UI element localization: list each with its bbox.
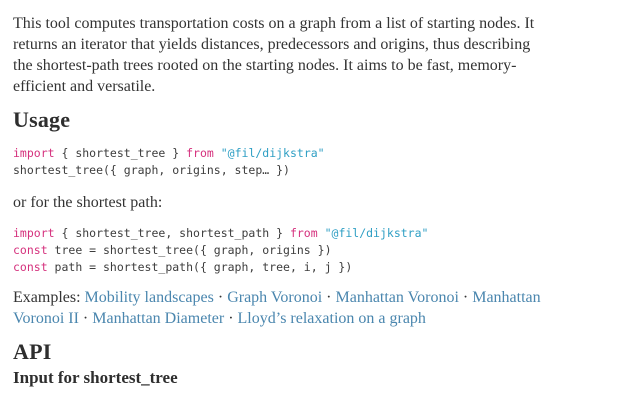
example-link[interactable]: Graph Voronoi	[227, 289, 323, 306]
lines-line: efficient and versatile.	[13, 78, 156, 95]
code-keyword: import	[13, 146, 55, 160]
examples-paragraph: Examples: Mobility landscapes · Graph Vo…	[13, 287, 626, 329]
code-string: "@fil/dijkstra"	[220, 146, 325, 160]
lines-line: returns an iterator that yields distance…	[13, 36, 531, 53]
code-keyword: const	[13, 243, 48, 257]
code-line: import { shortest_tree, shortest_path } …	[13, 225, 626, 242]
code-string: "@fil/dijkstra"	[324, 226, 429, 240]
code-text	[214, 146, 221, 160]
separator: ·	[458, 289, 473, 306]
code-line: const path = shortest_path({ graph, tree…	[13, 259, 626, 276]
usage-heading: Usage	[13, 107, 71, 132]
separator: ·	[322, 289, 336, 306]
code-text: path = shortest_path({ graph, tree, i, j…	[47, 260, 353, 274]
separator: ·	[224, 310, 238, 327]
api-subheading: Input for shortest_tree	[13, 368, 178, 387]
code-text: { shortest_tree, shortest_path }	[54, 226, 290, 240]
lines-line: the shortest-path trees rooted on the st…	[13, 57, 517, 74]
lines-line: This tool computes transportation costs …	[13, 15, 535, 32]
code-text: tree = shortest_tree({ graph, origins })	[47, 243, 332, 257]
segments-line: Voronoi II · Manhattan Diameter · Lloyd’…	[13, 308, 626, 329]
code-line: import { shortest_tree } from "@fil/dijk…	[13, 145, 626, 162]
code-keyword: const	[13, 260, 48, 274]
code-line: shortest_tree({ graph, origins, step… })	[13, 162, 626, 179]
api-heading: API	[13, 339, 52, 364]
example-link[interactable]: Lloyd’s relaxation on a graph	[237, 310, 426, 327]
separator: ·	[78, 310, 93, 327]
code-keyword: from	[289, 226, 318, 240]
code-keyword: import	[13, 226, 55, 240]
shortest-path-code-block: import { shortest_tree, shortest_path } …	[13, 225, 626, 276]
example-link[interactable]: Manhattan	[472, 289, 541, 306]
intro-paragraph: This tool computes transportation costs …	[13, 13, 626, 97]
code-text: shortest_tree({ graph, origins, step… })	[13, 163, 290, 177]
code-line: const tree = shortest_tree({ graph, orig…	[13, 242, 626, 259]
usage-code-block: import { shortest_tree } from "@fil/dijk…	[13, 145, 626, 179]
text-segment: Examples:	[13, 289, 85, 306]
code-keyword: from	[186, 146, 214, 160]
shortest-path-note: or for the shortest path:	[13, 194, 163, 211]
example-link[interactable]: Voronoi II	[13, 310, 79, 327]
code-text: { shortest_tree }	[54, 146, 187, 160]
code-text	[318, 226, 325, 240]
example-link[interactable]: Manhattan Voronoi	[335, 289, 459, 306]
separator: ·	[213, 289, 228, 306]
example-link[interactable]: Manhattan Diameter	[92, 310, 225, 327]
segments-line: Examples: Mobility landscapes · Graph Vo…	[13, 287, 626, 308]
example-link[interactable]: Mobility landscapes	[84, 289, 214, 306]
